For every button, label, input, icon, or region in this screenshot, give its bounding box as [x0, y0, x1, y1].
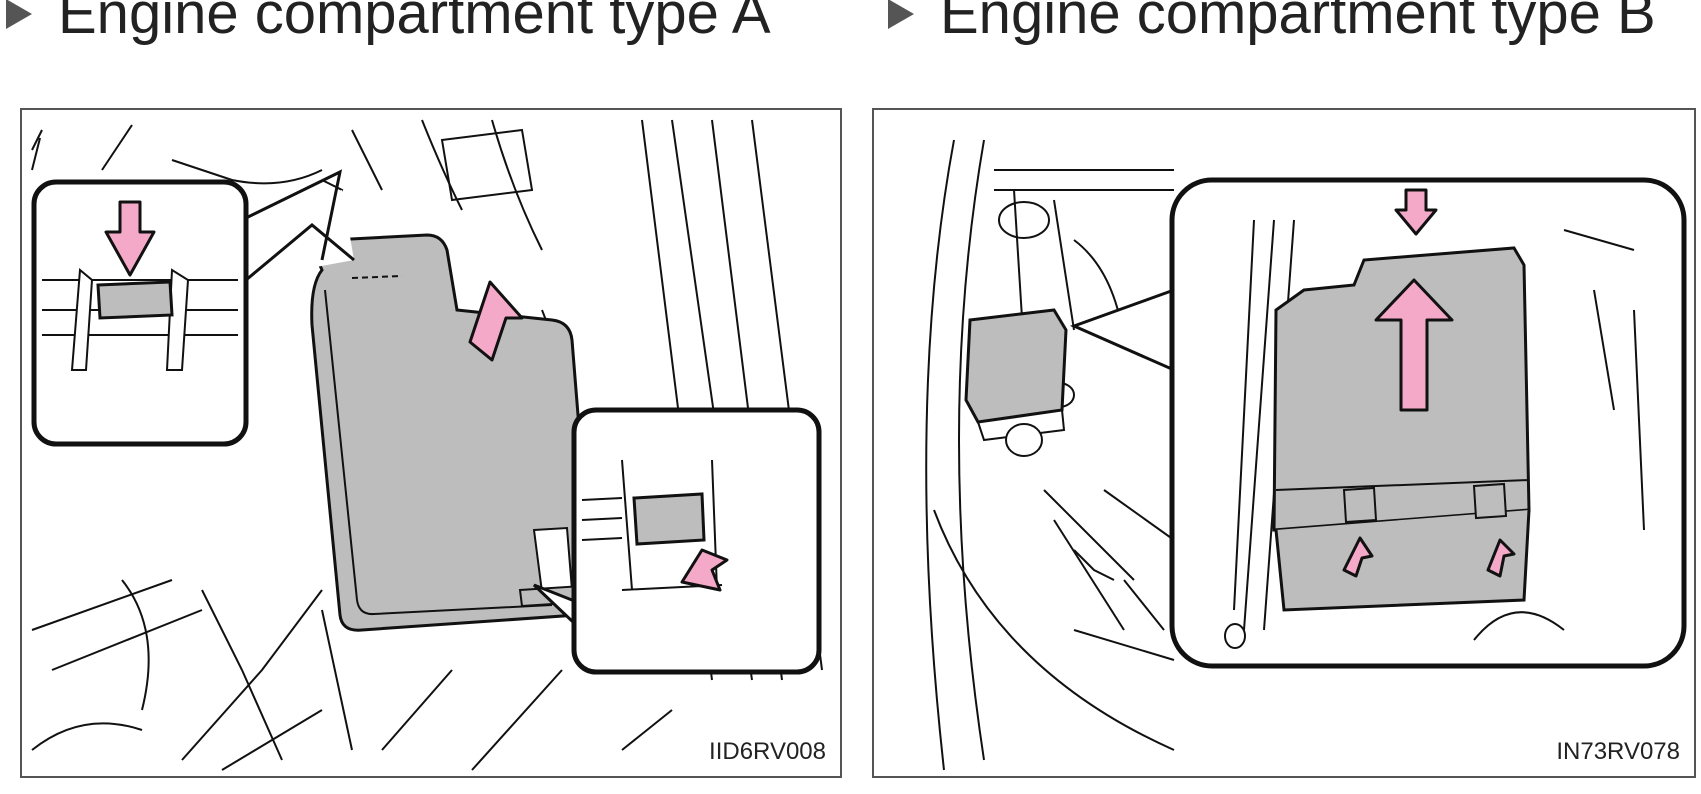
callout-zoom: [1069, 177, 1687, 669]
illustration-type-a: [31, 119, 823, 771]
arrow-down-icon: [104, 200, 156, 277]
figure-type-a: IID6RV008: [20, 108, 842, 778]
arrow-up-icon: [1374, 278, 1454, 412]
fuse-box-small: [964, 308, 1068, 457]
callout-right: [532, 407, 822, 675]
right-triangle-icon: [6, 0, 32, 29]
figure-type-b: IN73RV078: [872, 108, 1696, 778]
heading-type-b: Engine compartment type B: [888, 0, 1656, 47]
arrow-icon: [1486, 538, 1516, 578]
fuse-box-cover: [310, 233, 594, 632]
right-triangle-icon: [888, 0, 914, 29]
figure-code-a: IID6RV008: [709, 738, 826, 765]
figure-code-b: IN73RV078: [1556, 738, 1680, 765]
heading-type-a-text: Engine compartment type A: [58, 0, 771, 46]
illustration-type-b: [925, 139, 1687, 771]
heading-type-b-text: Engine compartment type B: [940, 0, 1656, 46]
arrow-down-icon: [1394, 188, 1438, 236]
callout-left: [31, 169, 355, 447]
arrow-up-icon: [468, 280, 524, 362]
arrow-icon: [680, 548, 729, 592]
arrow-icon: [1342, 536, 1374, 578]
heading-type-a: Engine compartment type A: [6, 0, 771, 47]
